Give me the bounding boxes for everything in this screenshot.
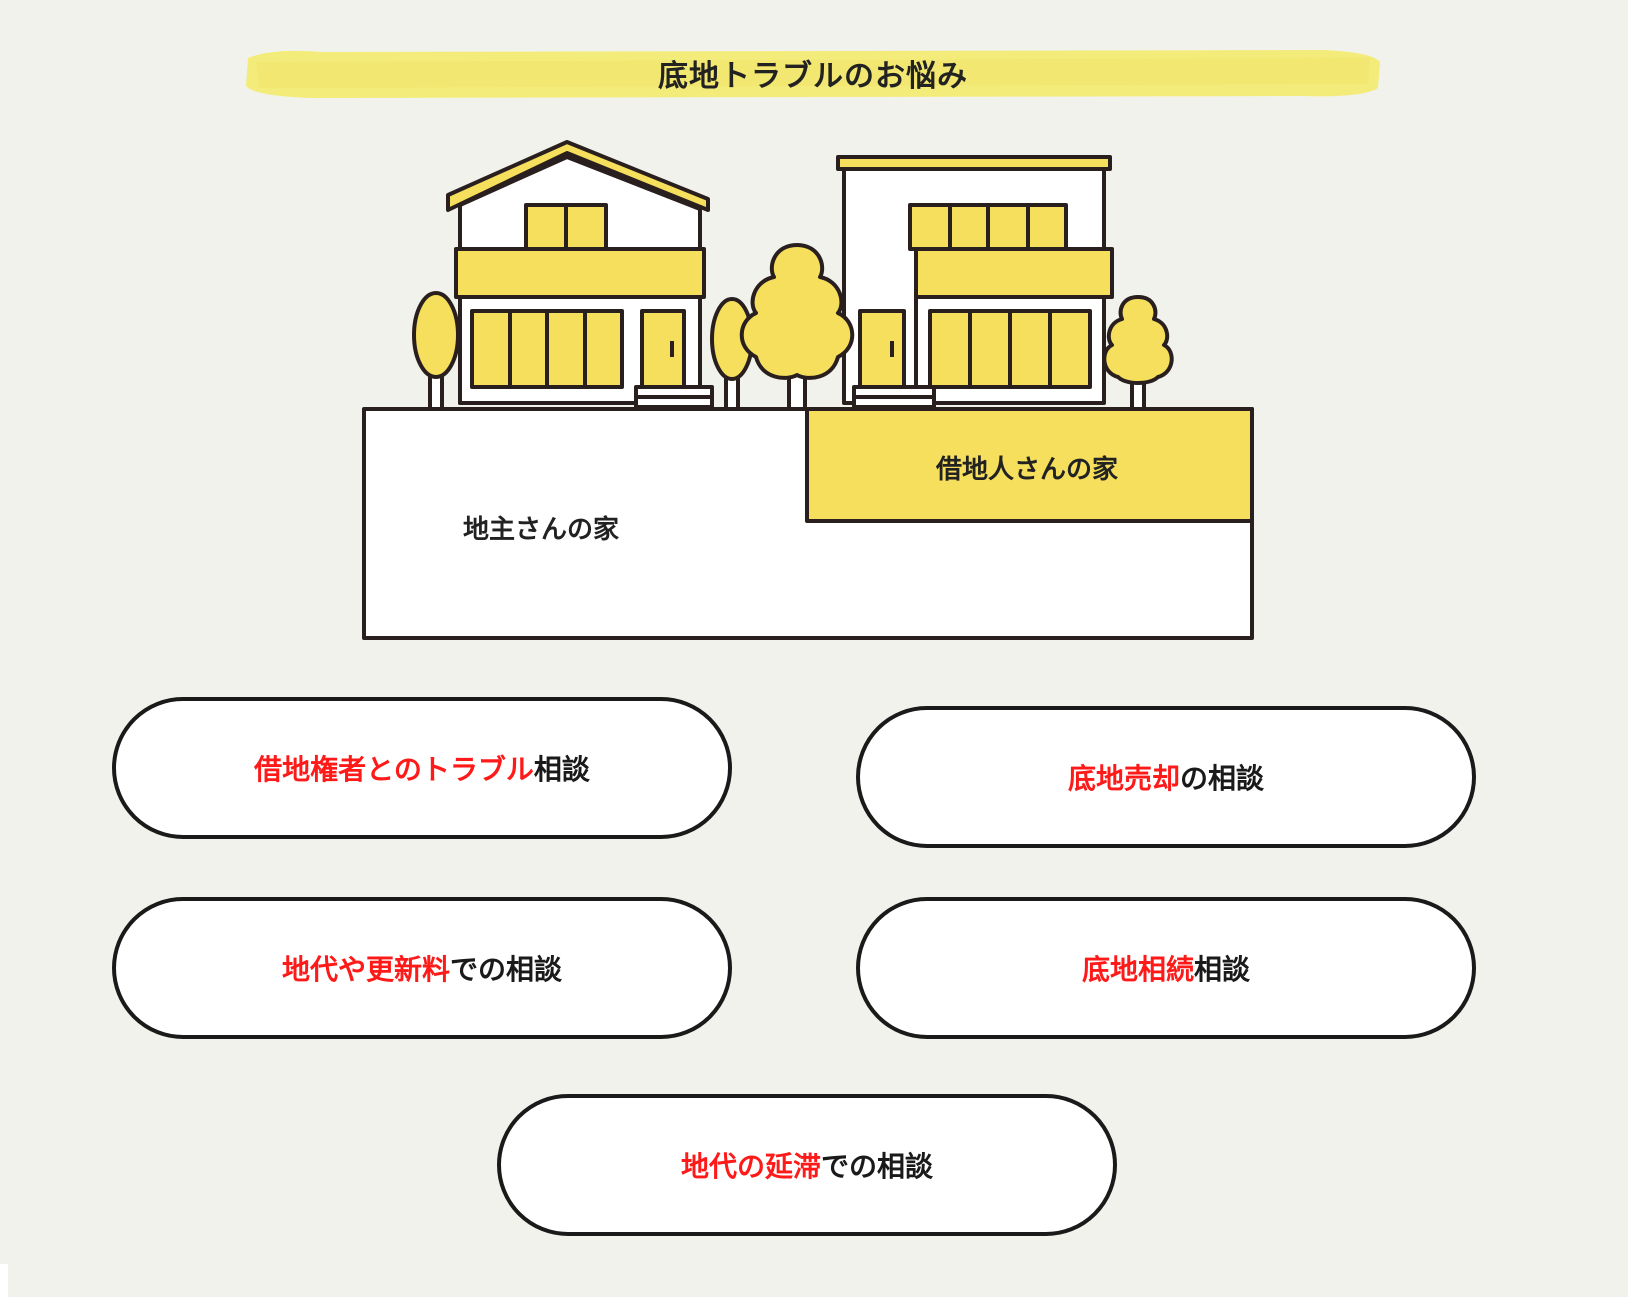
tenant-house-label: 借地人さんの家 [936, 455, 1119, 485]
consult-button-rent-renewal[interactable]: 地代や更新料での相談 [112, 897, 732, 1039]
consult-suffix: の相談 [1180, 762, 1265, 795]
consult-suffix: での相談 [821, 1150, 934, 1183]
consult-highlight: 地代の延滞 [680, 1150, 821, 1183]
page-title: 底地トラブルのお悩み [658, 59, 968, 94]
landlord-house-label: 地主さんの家 [463, 515, 620, 545]
consult-suffix: での相談 [450, 953, 563, 986]
consult-button-inheritance[interactable]: 底地相続相談 [856, 897, 1476, 1039]
consult-highlight: 底地売却 [1067, 762, 1180, 795]
consult-button-tenant-trouble[interactable]: 借地権者とのトラブル相談 [112, 697, 732, 839]
houses-icon [362, 140, 1254, 640]
houses-illustration: 地主さんの家 借地人さんの家 [340, 135, 1280, 659]
title-banner: 底地トラブルのお悩み [242, 44, 1384, 102]
consult-highlight: 底地相続 [1081, 953, 1194, 986]
consult-suffix: 相談 [1194, 953, 1251, 986]
consult-button-sale[interactable]: 底地売却の相談 [856, 706, 1476, 848]
consult-suffix: 相談 [533, 753, 590, 786]
consult-highlight: 地代や更新料 [281, 953, 450, 986]
consult-button-rent-arrears[interactable]: 地代の延滞での相談 [497, 1094, 1117, 1236]
consult-highlight: 借地権者とのトラブル [254, 753, 534, 786]
corner-mark [0, 1264, 8, 1297]
crayon-highlight [246, 50, 1380, 98]
